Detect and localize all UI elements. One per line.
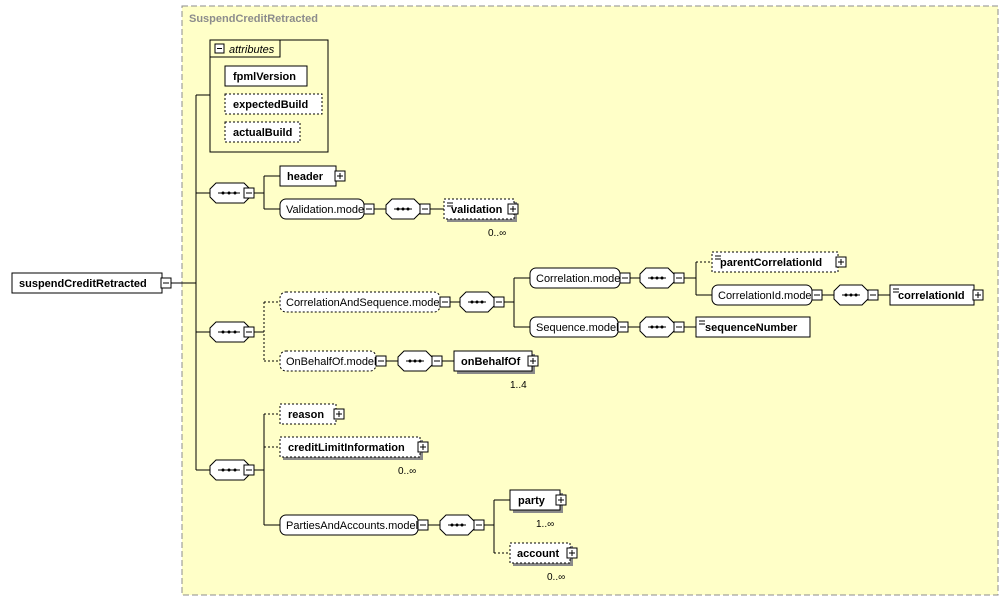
attribute-actualbuild[interactable] bbox=[224, 121, 301, 143]
attribute-fpmlversion[interactable] bbox=[224, 65, 308, 87]
choice-compositor[interactable] bbox=[639, 267, 675, 289]
diagram-title: SuspendCreditRetracted bbox=[189, 13, 318, 25]
element-sequence-number[interactable] bbox=[695, 316, 811, 338]
sequence-compositor[interactable] bbox=[385, 198, 421, 220]
sequence-compositor[interactable] bbox=[209, 459, 251, 481]
svg-text:correlationId: correlationId bbox=[898, 290, 965, 302]
svg-text:party: party bbox=[518, 495, 546, 507]
attributes-label: attributes bbox=[229, 44, 275, 56]
svg-text:header: header bbox=[287, 171, 324, 183]
svg-text:Correlation.model: Correlation.model bbox=[536, 273, 623, 285]
occurrence-label: 1..4 bbox=[510, 380, 527, 391]
occurrence-label: 0..∞ bbox=[398, 466, 416, 477]
svg-text:CorrelationAndSequence.model: CorrelationAndSequence.model bbox=[286, 297, 442, 309]
sequence-compositor[interactable] bbox=[439, 514, 475, 536]
occurrence-label: 1..∞ bbox=[536, 519, 554, 530]
svg-text:expectedBuild: expectedBuild bbox=[233, 99, 308, 111]
svg-text:OnBehalfOf.model: OnBehalfOf.model bbox=[286, 356, 377, 368]
svg-text:PartiesAndAccounts.model: PartiesAndAccounts.model bbox=[286, 520, 418, 532]
svg-text:suspendCreditRetracted: suspendCreditRetracted bbox=[19, 278, 147, 290]
svg-text:actualBuild: actualBuild bbox=[233, 127, 292, 139]
sequence-compositor[interactable] bbox=[397, 350, 433, 372]
sequence-compositor[interactable] bbox=[209, 321, 251, 343]
svg-text:sequenceNumber: sequenceNumber bbox=[705, 322, 798, 334]
svg-text:fpmlVersion: fpmlVersion bbox=[233, 71, 296, 83]
occurrence-label: 0..∞ bbox=[547, 572, 565, 583]
svg-text:onBehalfOf: onBehalfOf bbox=[461, 356, 521, 368]
svg-text:creditLimitInformation: creditLimitInformation bbox=[288, 442, 405, 454]
svg-text:reason: reason bbox=[288, 409, 324, 421]
attribute-expectedbuild[interactable] bbox=[224, 93, 323, 115]
sequence-compositor[interactable] bbox=[209, 182, 251, 204]
svg-text:Sequence.model: Sequence.model bbox=[536, 322, 619, 334]
occurrence-label: 0..∞ bbox=[488, 228, 506, 239]
svg-text:validation: validation bbox=[451, 204, 503, 216]
svg-text:parentCorrelationId: parentCorrelationId bbox=[720, 257, 822, 269]
sequence-compositor[interactable] bbox=[833, 284, 869, 306]
svg-text:CorrelationId.model: CorrelationId.model bbox=[718, 290, 814, 302]
sequence-compositor[interactable] bbox=[639, 316, 675, 338]
svg-text:account: account bbox=[517, 548, 560, 560]
sequence-compositor[interactable] bbox=[459, 291, 495, 313]
svg-text:Validation.model: Validation.model bbox=[286, 204, 367, 216]
